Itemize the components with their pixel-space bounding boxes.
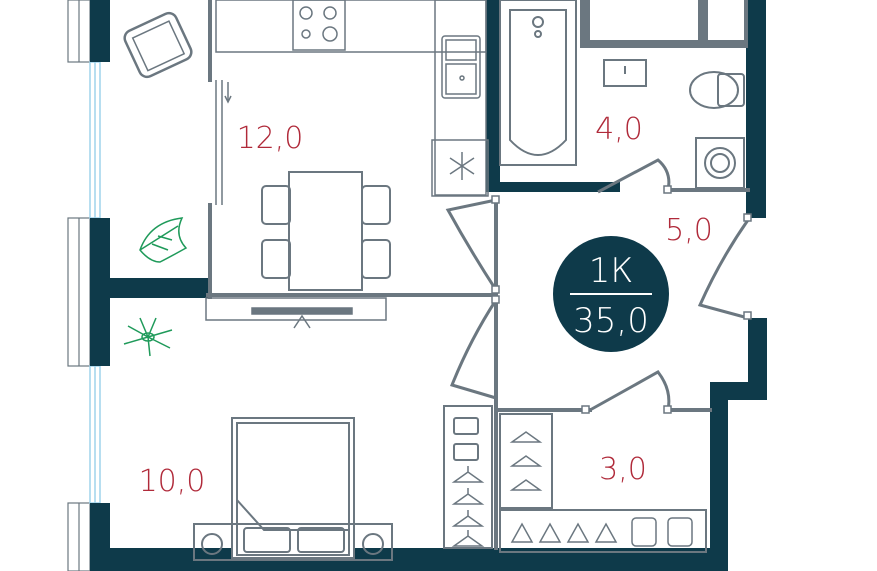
- apartment-total-area: 35,0: [573, 301, 649, 341]
- hanger-icon: [509, 431, 693, 547]
- stove-icon: [292, 0, 346, 51]
- kitchen-area-label: 12,0: [237, 121, 304, 156]
- apartment-type-label: 1К: [589, 251, 634, 291]
- interior-partitions: [206, 0, 750, 550]
- bathroom-stall-inner-right: [708, 0, 744, 40]
- plant-icon: [139, 217, 188, 263]
- walk-in-closet: [499, 413, 707, 553]
- toilet-icon: [689, 71, 745, 109]
- exterior-walls: [90, 0, 767, 571]
- bathtub-icon: [499, 0, 577, 166]
- hallway-area-label: 5,0: [665, 213, 713, 248]
- nightstand-icon: [193, 523, 393, 561]
- hanger-icon: [451, 466, 485, 547]
- door-icon: [445, 158, 750, 412]
- dining-table-icon: [288, 171, 363, 291]
- wardrobe-area-label: 3,0: [599, 452, 647, 487]
- washing-machine-icon: [695, 137, 745, 189]
- sliding-door-icon: [215, 80, 232, 205]
- plant-icon: [123, 317, 173, 357]
- tv-icon: [205, 297, 387, 329]
- apartment-badge: 1К 35,0: [553, 236, 669, 352]
- chair-icon: [261, 185, 391, 279]
- window-icon: [67, 0, 91, 571]
- fridge-icon: [431, 139, 489, 197]
- washbasin-icon: [603, 59, 647, 87]
- bedroom-area-label: 10,0: [139, 464, 206, 499]
- sink-icon: [441, 35, 481, 99]
- armchair-icon: [123, 11, 193, 79]
- door-jambs: [491, 185, 752, 414]
- kitchen-counter-side: [434, 0, 487, 196]
- bed-icon: [231, 417, 355, 559]
- bedroom-wardrobe: [443, 405, 493, 549]
- bathroom-stall-inner-left: [590, 0, 698, 40]
- bathroom-area-label: 4,0: [595, 112, 643, 147]
